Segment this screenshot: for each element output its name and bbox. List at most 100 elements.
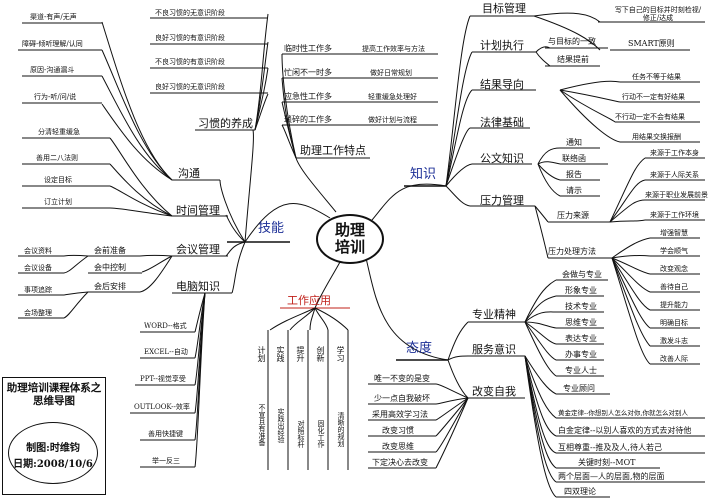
computer-item: OUTLOOK--效率 <box>134 403 190 411</box>
pressure-source[interactable]: 压力来源 <box>557 211 589 220</box>
application-column-head: 创新 <box>316 346 325 362</box>
change-item: 下定决心去改变 <box>372 458 428 467</box>
habits-item: 不良习惯的有意识阶段 <box>155 58 225 66</box>
topic-professionalism[interactable]: 专业精神 <box>472 308 516 321</box>
topic-official-documents[interactable]: 公文知识 <box>480 152 524 165</box>
application-column-text: 对照标杆 <box>297 420 305 448</box>
topic-plan-execution[interactable]: 计划执行 <box>480 39 524 52</box>
application-column-head: 实践 <box>276 346 285 362</box>
professional-item: 会做与专业 <box>562 270 602 279</box>
feature-tip: 做好日常规划 <box>370 69 412 77</box>
meeting-item: 会议设备 <box>24 264 52 272</box>
topic-assistant-work-features[interactable]: 助理工作特点 <box>300 144 366 157</box>
pressure-methods[interactable]: 压力处理方法 <box>548 247 596 256</box>
doc-item: 通知 <box>566 138 582 147</box>
topic-legal-basics[interactable]: 法律基础 <box>480 116 524 129</box>
meeting-group[interactable]: 会后安排 <box>94 282 126 291</box>
doc-item: 联络函 <box>562 154 586 163</box>
meeting-group[interactable]: 会前准备 <box>94 246 126 255</box>
feature-trait: 忙闲不一时多 <box>284 68 332 77</box>
application-column-text: 清晰的规划 <box>337 412 345 447</box>
pressure-method-item: 善待自己 <box>660 283 688 291</box>
topic-time-management[interactable]: 时间管理 <box>176 204 220 217</box>
topic-goal-management[interactable]: 目标管理 <box>482 2 526 15</box>
feature-tip: 做好计划与流程 <box>368 116 417 124</box>
service-item: 关键时刻--MOT <box>578 458 636 467</box>
computer-item: 善用快捷键 <box>148 430 183 438</box>
computer-item: PPT--视觉享受 <box>140 375 186 383</box>
branch-knowledge[interactable]: 知识 <box>410 167 437 182</box>
result-item: 用结果交换报酬 <box>632 133 681 141</box>
author-oval: 制图:时维钧 日期:2008/10/6 <box>8 422 98 484</box>
application-column-head: 提升 <box>296 346 305 362</box>
pressure-source-item: 来源于工作环境 <box>650 211 699 219</box>
pressure-source-item: 来源于工作本身 <box>650 149 699 157</box>
topic-computer-knowledge[interactable]: 电脑知识 <box>176 280 220 293</box>
pressure-method-item: 提升能力 <box>660 301 688 309</box>
plan-item: 结果提前 <box>557 55 589 64</box>
application-column-text: 固化工作 <box>317 420 325 448</box>
time-item: 设定目标 <box>44 176 72 184</box>
change-item: 改变思维 <box>382 442 414 451</box>
result-item: 行动不一定有好结果 <box>622 93 685 101</box>
professional-item: 办事专业 <box>565 350 597 359</box>
professional-item: 技术专业 <box>565 302 597 311</box>
feature-trait: 应急性工作多 <box>284 92 332 101</box>
service-item: 专业顾问 <box>563 384 595 393</box>
branch-skills[interactable]: 技能 <box>258 221 285 236</box>
pressure-method-item: 增强智慧 <box>660 229 688 237</box>
pressure-method-item: 激发斗志 <box>660 337 688 345</box>
pressure-method-item: 明确目标 <box>660 319 688 327</box>
topic-communication[interactable]: 沟通 <box>178 167 200 180</box>
application-column-head: 计划 <box>257 346 266 362</box>
topic-change-yourself[interactable]: 改变自我 <box>472 385 516 398</box>
meeting-group[interactable]: 会中控制 <box>94 263 126 272</box>
credit-title: 助理培训课程体系之思维导图 <box>6 382 102 408</box>
change-item: 唯一不变的是变 <box>374 374 430 383</box>
pressure-source-item: 来源于职业发展前景 <box>645 191 708 199</box>
result-item: 不行动一定不会有结果 <box>615 113 685 121</box>
feature-trait: 临时性工作多 <box>284 44 332 53</box>
computer-item: EXCEL--自动 <box>144 348 188 356</box>
service-item: 黄金定律--你想别人怎么对你,你就怎么对别人 <box>558 409 688 417</box>
professional-item: 专业人士 <box>565 366 597 375</box>
doc-item: 报告 <box>566 170 582 179</box>
topic-pressure-management[interactable]: 压力管理 <box>480 194 524 207</box>
pressure-method-item: 改变观念 <box>660 265 688 273</box>
topic-result-oriented[interactable]: 结果导向 <box>480 78 524 91</box>
time-item: 善用二八法则 <box>36 154 78 162</box>
service-item: 两个层面—人的层面,物的层面 <box>558 472 665 481</box>
author-date: 日期:2008/10/6 <box>13 459 93 470</box>
change-item: 采用高效学习法 <box>372 410 428 419</box>
habits-item: 良好习惯的有意识阶段 <box>155 34 225 42</box>
center-topic-label: 助理培训 <box>334 220 365 256</box>
topic-habits[interactable]: 习惯的养成 <box>198 117 253 130</box>
application-column-text: 不宣且有准备 <box>258 404 266 446</box>
goal-item: SMART原则 <box>628 39 675 48</box>
feature-tip: 提高工作效率与方法 <box>362 45 425 53</box>
branch-work-application[interactable]: 工作应用 <box>287 294 331 307</box>
communication-item: 原因-沟通漏斗 <box>30 66 75 74</box>
meeting-item: 会场整理 <box>24 309 52 317</box>
pressure-method-item: 改善人际 <box>660 355 688 363</box>
professional-item: 表达专业 <box>565 334 597 343</box>
communication-item: 行为-听/问/说 <box>34 93 77 101</box>
plan-item: 与目标的一致 <box>548 37 596 46</box>
result-item: 任务不等于结果 <box>632 73 681 81</box>
topic-meeting-management[interactable]: 会议管理 <box>176 243 220 256</box>
branch-attitude[interactable]: 态度 <box>406 341 433 356</box>
center-topic[interactable]: 助理培训 <box>316 214 384 264</box>
pressure-source-item: 来源于人际关系 <box>650 171 699 179</box>
doc-item: 请示 <box>566 186 582 195</box>
change-item: 少一点自我破坏 <box>374 394 430 403</box>
professional-item: 形象专业 <box>565 286 597 295</box>
author-name: 制图:时维钧 <box>26 443 80 454</box>
habits-item: 不良习惯的无意识阶段 <box>155 9 225 17</box>
meeting-item: 会议资料 <box>24 247 52 255</box>
topic-service-awareness[interactable]: 服务意识 <box>472 343 516 356</box>
computer-item: WORD--格式 <box>144 322 187 330</box>
pressure-method-item: 学会顺气 <box>660 247 688 255</box>
habits-item: 良好习惯的无意识阶段 <box>155 83 225 91</box>
meeting-item: 事项追踪 <box>24 286 52 294</box>
